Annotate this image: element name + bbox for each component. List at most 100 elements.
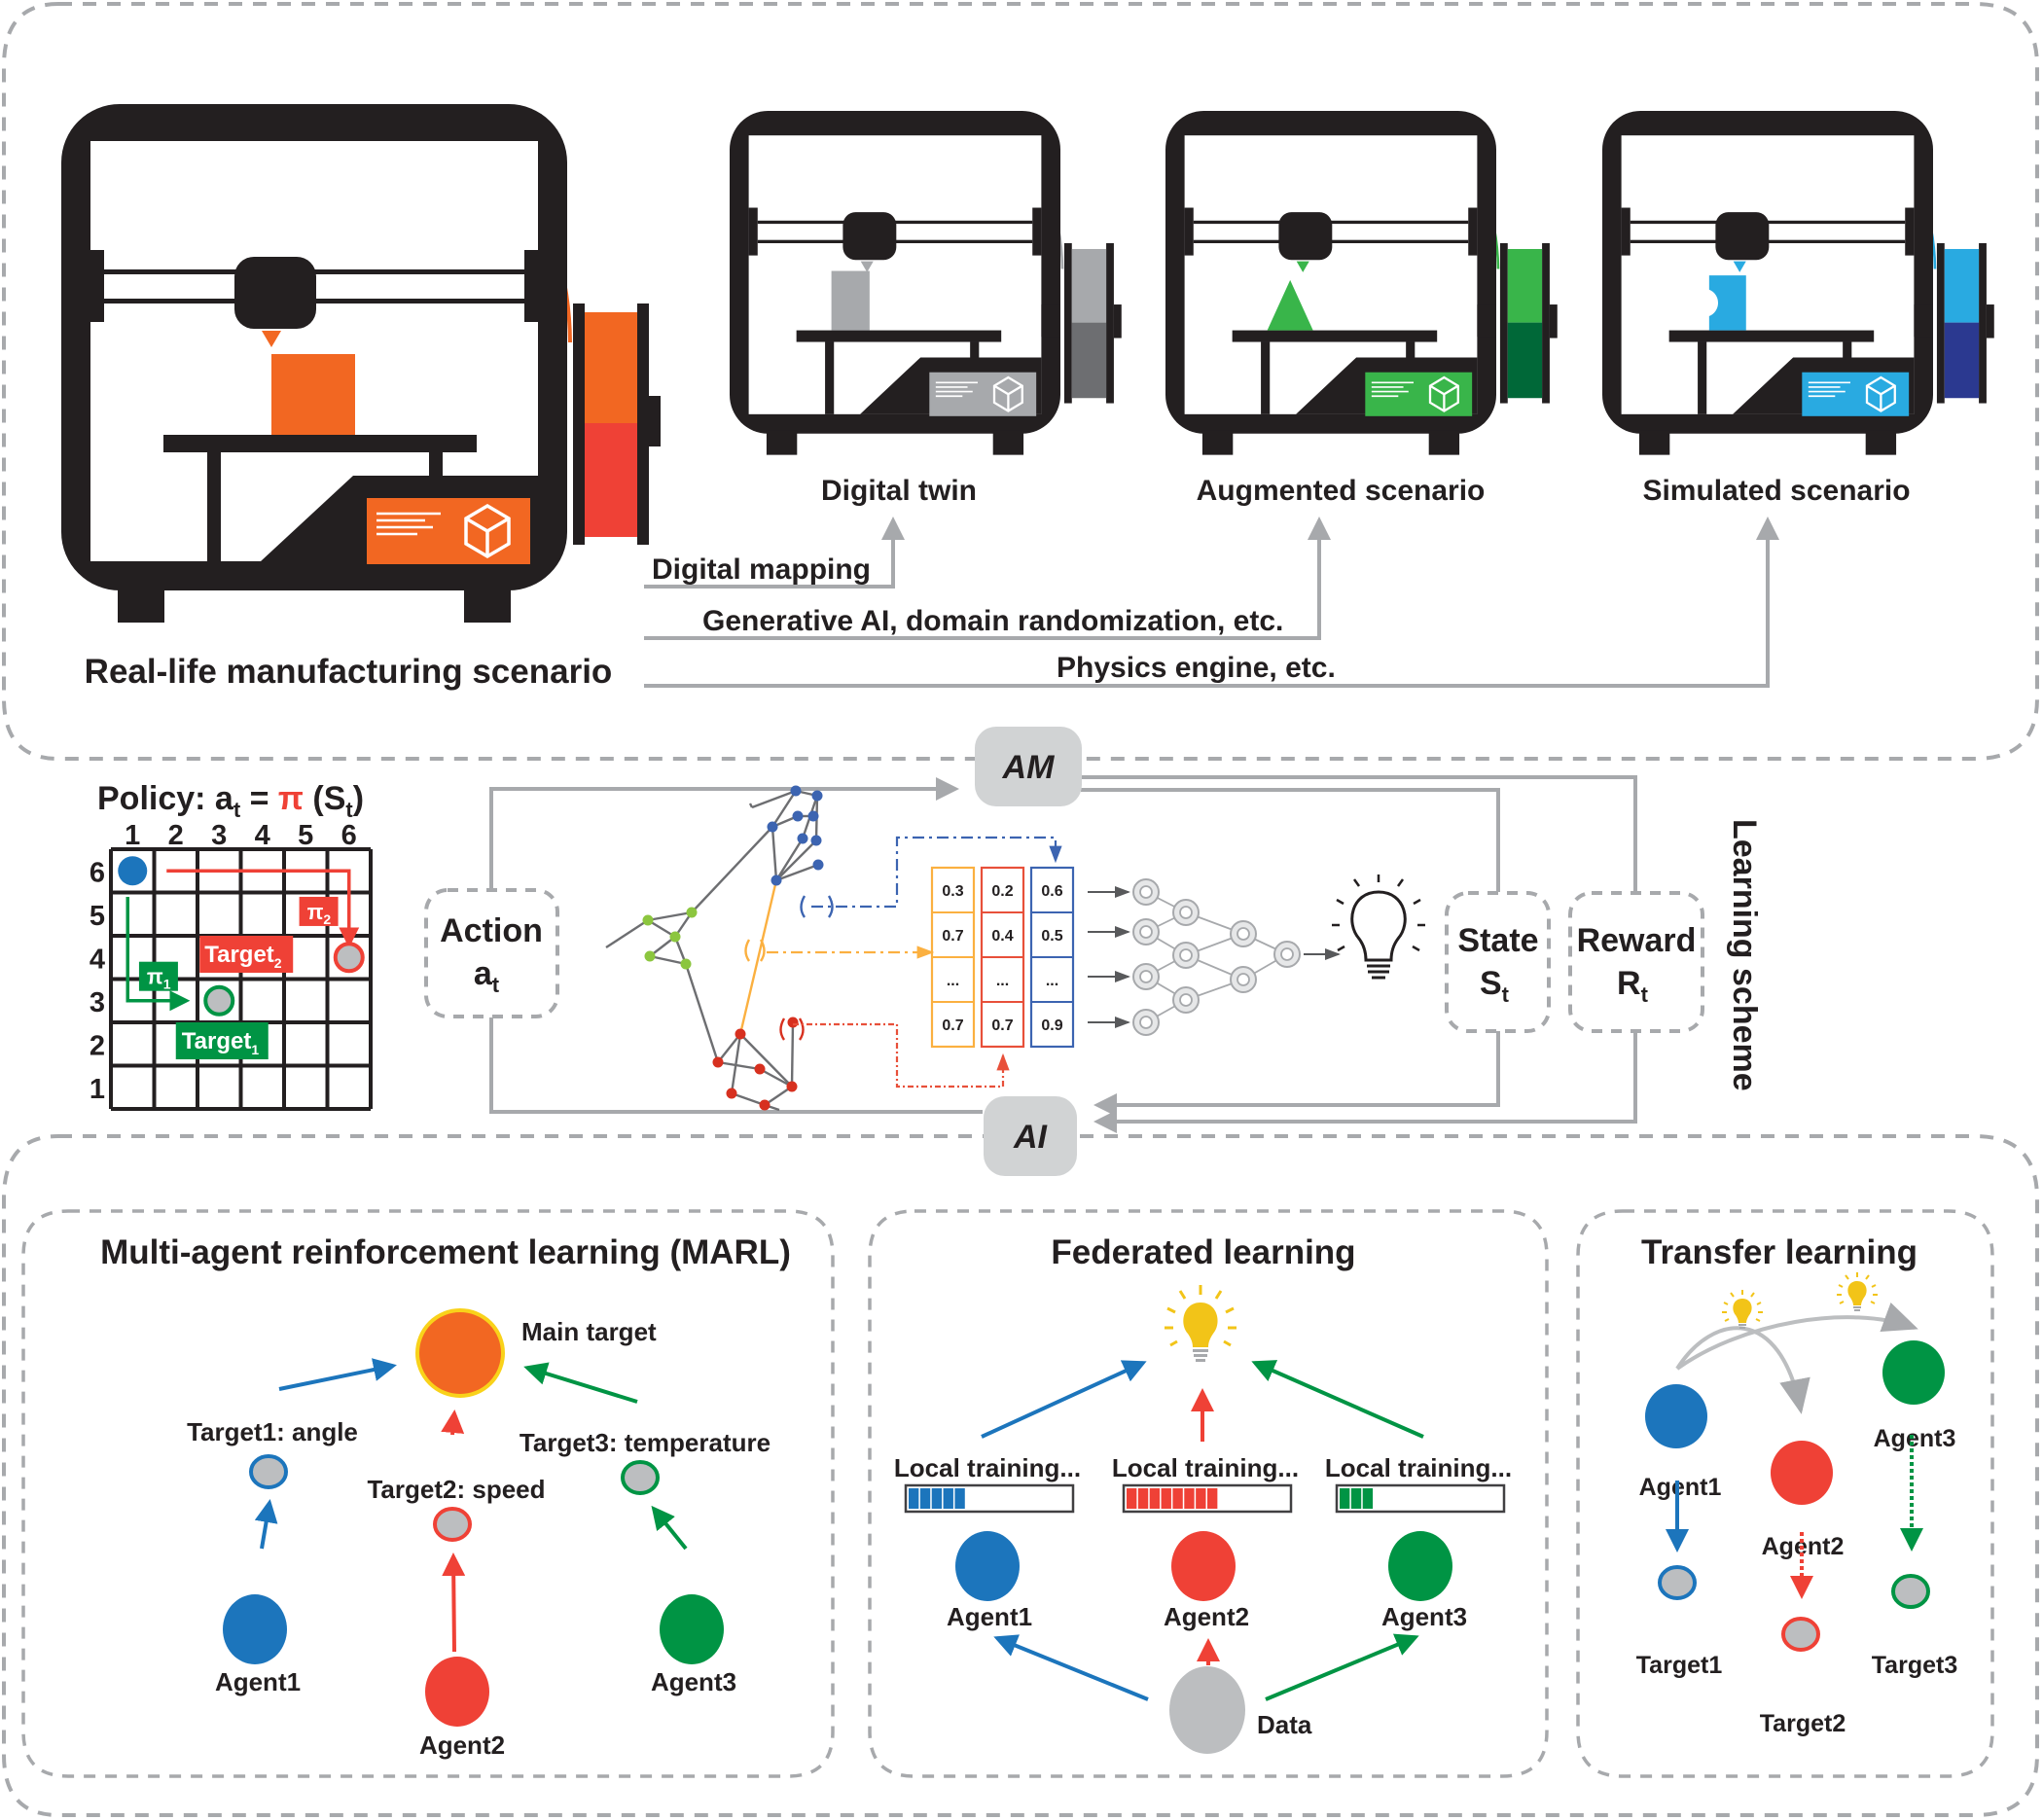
spool-flange bbox=[1106, 243, 1114, 404]
printed-cone bbox=[1267, 279, 1313, 331]
grid-column-label: 3 bbox=[211, 820, 227, 851]
graph-node bbox=[680, 958, 692, 970]
progress-segment bbox=[1196, 1488, 1206, 1509]
progress-segment bbox=[1172, 1488, 1183, 1509]
printer-foot bbox=[118, 586, 164, 623]
marl-title: Multi-agent reinforcement learning (MARL… bbox=[100, 1233, 791, 1271]
pi2-path-arrow bbox=[166, 869, 360, 948]
am-node: AM bbox=[975, 727, 1082, 806]
flow-generative-label: Generative AI, domain randomization, etc… bbox=[702, 605, 1283, 637]
small-lightbulb-icon bbox=[1837, 1272, 1878, 1311]
control-panel bbox=[929, 372, 1037, 416]
graph-node bbox=[807, 810, 819, 822]
transfer-diagram: Transfer learning Agent1 Agent2 Agent3 T… bbox=[1636, 1233, 1957, 1737]
feature-value: 0.7 bbox=[991, 1017, 1013, 1034]
graph-edge bbox=[774, 838, 805, 881]
neural-network bbox=[1088, 878, 1341, 1036]
action-title: Action bbox=[440, 912, 543, 949]
nozzle bbox=[262, 331, 281, 347]
main-target-label: Main target bbox=[521, 1317, 657, 1346]
feature-connectors bbox=[767, 836, 1062, 1088]
print-bed bbox=[1232, 330, 1438, 342]
local-training-label: Local training... bbox=[1325, 1453, 1512, 1482]
data-label: Data bbox=[1257, 1710, 1312, 1739]
progress-segment bbox=[1137, 1488, 1149, 1509]
graph-edge bbox=[684, 963, 720, 1063]
feature-value: 0.5 bbox=[1041, 928, 1062, 945]
ai-to-action-line bbox=[489, 1017, 983, 1114]
reward-to-ai-arrow bbox=[1093, 1031, 1637, 1133]
graph-edge bbox=[649, 954, 687, 966]
nozzle bbox=[1733, 261, 1746, 272]
printer-foot bbox=[1428, 430, 1460, 455]
fed-agent3-label: Agent3 bbox=[1381, 1602, 1467, 1631]
spool-flange bbox=[573, 303, 585, 545]
graph-edge bbox=[739, 1033, 793, 1088]
tl-agent3-node bbox=[1882, 1340, 1945, 1405]
grid-row-label: 3 bbox=[90, 987, 105, 1018]
printer-foot bbox=[992, 430, 1024, 455]
target1-badge bbox=[175, 1022, 269, 1059]
fed-agent3-node bbox=[1388, 1531, 1452, 1601]
target1-label: Target1 bbox=[182, 1028, 260, 1057]
print-bed bbox=[796, 330, 1002, 342]
print-bed bbox=[163, 435, 477, 452]
fed-agent3-to-model-arrow bbox=[1251, 1360, 1424, 1439]
grid-agent-node bbox=[118, 856, 148, 886]
graph-edge bbox=[731, 1091, 766, 1107]
state-to-ai-arrow bbox=[1093, 1031, 1500, 1117]
action-box: Action at bbox=[424, 888, 559, 1018]
graph-node bbox=[797, 833, 808, 844]
flow-physics-label: Physics engine, etc. bbox=[1057, 652, 1336, 684]
progress-segment bbox=[909, 1488, 919, 1509]
printer-augmented bbox=[1165, 111, 1558, 455]
graph-node bbox=[712, 1056, 724, 1068]
feature-value: 0.7 bbox=[942, 1017, 963, 1034]
ai-label: AI bbox=[1013, 1119, 1049, 1156]
cube-icon bbox=[992, 375, 1023, 412]
signal-icon bbox=[744, 939, 766, 962]
training-progress-bar bbox=[904, 1483, 1075, 1514]
control-panel bbox=[367, 498, 530, 564]
signal-icon bbox=[779, 1017, 805, 1041]
tl-target3-label: Target3 bbox=[1872, 1652, 1957, 1679]
spool-bottom bbox=[1944, 322, 1980, 399]
local-training-label: Local training... bbox=[1112, 1453, 1299, 1482]
progress-segment bbox=[919, 1488, 931, 1509]
pi1-badge bbox=[138, 961, 178, 991]
reward-box: Reward Rt bbox=[1568, 891, 1704, 1033]
fed-agent1-node bbox=[955, 1531, 1020, 1601]
grid-row-label: 5 bbox=[90, 901, 105, 932]
graph-node bbox=[759, 1099, 771, 1111]
printer-label-augmented: Augmented scenario bbox=[1197, 475, 1486, 507]
agent1-to-agent3-transfer-arrow bbox=[1675, 1302, 1918, 1371]
data-to-agent1-arrow bbox=[993, 1634, 1149, 1701]
tl-target1-label: Target1 bbox=[1636, 1652, 1723, 1679]
grid-row-label: 2 bbox=[90, 1030, 105, 1061]
print-head bbox=[842, 212, 897, 261]
grid-row-label: 6 bbox=[90, 857, 105, 888]
feature-value: 0.9 bbox=[1041, 1017, 1062, 1034]
graph-node bbox=[790, 785, 802, 797]
tl-agent1-node bbox=[1645, 1384, 1707, 1448]
marl-agent1-node bbox=[223, 1594, 287, 1664]
marl-agent3-label: Agent3 bbox=[651, 1667, 736, 1696]
graph-edge bbox=[717, 1033, 741, 1063]
graph-node bbox=[735, 1028, 746, 1040]
spool-bottom bbox=[1071, 322, 1107, 399]
transfer-panel-frame bbox=[1576, 1209, 1994, 1778]
fed-agent2-label: Agent2 bbox=[1164, 1602, 1249, 1631]
agent2-to-target2-arrow bbox=[442, 1552, 466, 1653]
grid-column-label: 5 bbox=[298, 820, 313, 851]
feature-value: 0.6 bbox=[1041, 883, 1062, 900]
target2-to-main-arrow bbox=[441, 1410, 465, 1436]
flow-digital-mapping-arrow bbox=[644, 517, 905, 589]
marl-diagram: Multi-agent reinforcement learning (MARL… bbox=[100, 1233, 791, 1760]
graph-edge bbox=[790, 1021, 795, 1088]
grid-column-label: 4 bbox=[255, 820, 270, 851]
target2-badge bbox=[199, 936, 294, 973]
progress-segment bbox=[954, 1488, 965, 1509]
blue-feature-connector bbox=[811, 836, 1062, 909]
graph-edge bbox=[691, 826, 773, 913]
